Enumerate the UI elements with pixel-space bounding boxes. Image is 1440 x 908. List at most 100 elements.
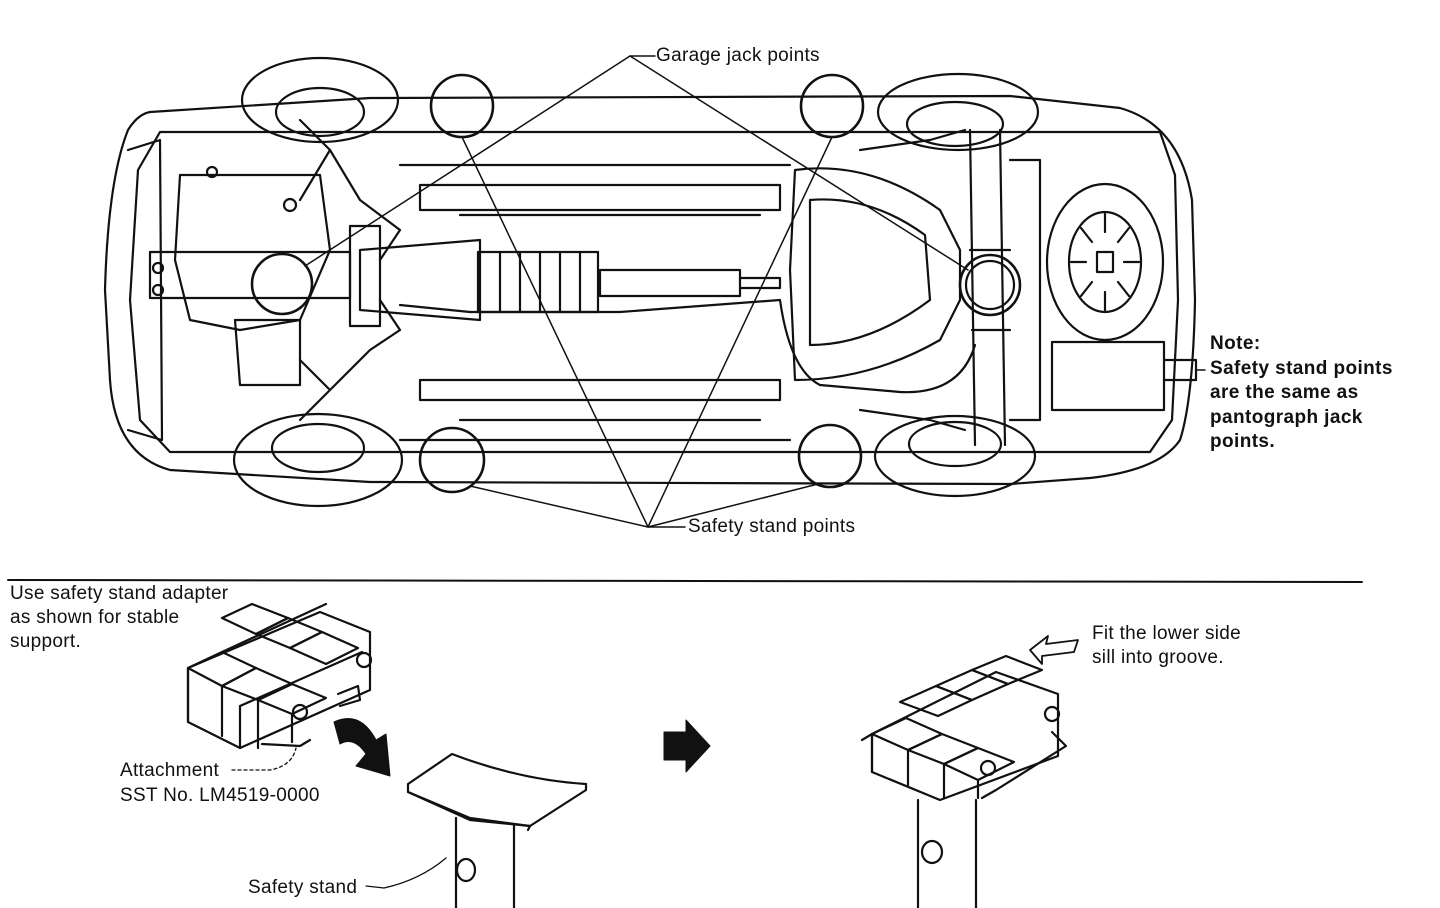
front-right-tire (232, 412, 404, 508)
attachment-bracket (260, 684, 362, 748)
safety-stand-point-rear-right (797, 423, 863, 489)
spare-tire-hub (1095, 250, 1115, 274)
front-suspension-lower (298, 298, 402, 422)
safety-stand-point-markers (418, 73, 865, 494)
note-line: Safety stand points (1210, 357, 1393, 379)
rear-brake-line (858, 128, 967, 432)
body-inner-outline (128, 130, 1180, 454)
assembled-block-4 (870, 716, 944, 752)
stand-pin-hole (455, 857, 477, 883)
engine-bolt (282, 197, 298, 213)
stand-saddle (406, 752, 588, 828)
assembled-post (916, 798, 978, 908)
adapter-pin-2 (355, 651, 373, 669)
safety-stand-left (365, 752, 588, 908)
fuel-tank (788, 167, 962, 382)
assembled-saddle-lip (860, 730, 1068, 800)
safety-stand-leaders (461, 136, 833, 528)
stand-post (454, 816, 516, 908)
right-side-sill (418, 378, 782, 422)
driveshaft-front-section (738, 276, 782, 290)
note-line: are the same as (1210, 382, 1359, 403)
rear-axle (968, 128, 1012, 447)
safety-stand-label: Safety stand (248, 877, 358, 898)
safety-stand-point-front-right (418, 426, 486, 494)
left-side-sill (418, 183, 782, 217)
garage-jack-leaders (304, 55, 969, 271)
attachment-label: Attachment (120, 760, 220, 781)
garage-jack-point-rear (958, 253, 1022, 317)
spare-tire (1045, 182, 1165, 342)
instruction-line: as shown for stable (10, 607, 180, 628)
fit-instruction-block: Fit the lower side sill into groove. (1092, 622, 1241, 670)
rear-right-rim (907, 420, 1003, 468)
safety-stand-point-front-left (429, 73, 495, 139)
assembled-block-6 (942, 746, 1016, 782)
spare-tire-spokes (1069, 212, 1141, 312)
driveshaft (598, 268, 742, 298)
section-divider (7, 579, 1363, 583)
differential (964, 259, 1016, 311)
assembled-front-faces (870, 732, 980, 800)
instruction-block: Use safety stand adapter as shown for st… (10, 582, 228, 654)
muffler (1050, 340, 1166, 412)
safety-stand-points-label: Safety stand points (688, 516, 856, 537)
curved-arrow-icon (333, 718, 391, 777)
steering-rack (348, 224, 382, 328)
stand-adapter-right (860, 654, 1068, 908)
adapter-pin (291, 703, 309, 721)
fuel-tank-inner (808, 198, 932, 347)
oil-pan (233, 318, 302, 387)
crossmember-bolt-2 (151, 283, 165, 297)
rear-left-tire (876, 72, 1040, 152)
note-line: pantograph jack (1210, 406, 1363, 428)
fit-line: sill into groove. (1092, 647, 1224, 668)
fit-line: Fit the lower side (1092, 623, 1242, 644)
hollow-arrow-icon (1029, 635, 1079, 665)
note-line: points. (1210, 431, 1276, 452)
stand-saddle-lip (406, 790, 532, 832)
adapter-block-4 (186, 650, 258, 688)
sst-number-label: SST No. LM4519-0000 (120, 785, 320, 806)
note-block: Note: Safety stand points are the same a… (1210, 332, 1393, 455)
front-left-rim (274, 86, 366, 138)
instruction-line: Use safety stand adapter (10, 583, 229, 604)
engine-block (173, 173, 332, 332)
assembled-pin-2 (1043, 705, 1061, 723)
transmission (358, 238, 482, 322)
adapter-block-5 (220, 666, 294, 702)
assembled-base (870, 670, 1060, 802)
instruction-line: support. (10, 631, 82, 652)
engine-bolt-2 (205, 165, 219, 179)
exhaust-pipe (398, 298, 977, 394)
front-left-tire (240, 56, 400, 144)
front-suspension-upper (298, 118, 402, 262)
front-right-rim (270, 422, 366, 474)
spare-tire-rim (1067, 210, 1143, 314)
rear-right-tire (873, 414, 1037, 498)
assembled-pin-hole (920, 839, 944, 865)
adapter-block-3 (288, 630, 360, 666)
front-bumper (126, 138, 164, 442)
stand-adapter-left (186, 602, 373, 771)
rear-strut (1008, 158, 1042, 422)
note-title: Note: (1210, 333, 1261, 354)
stand-label-leader (365, 857, 447, 889)
body-outline (103, 94, 1197, 486)
assembled-block-3 (970, 654, 1044, 686)
rear-left-rim (905, 100, 1005, 148)
adapter-block-2 (254, 616, 324, 650)
transmission-ribs (498, 250, 582, 314)
garage-jack-point-markers (250, 252, 1022, 317)
right-arrow-icon (663, 719, 711, 773)
adapter-block-6 (256, 682, 328, 716)
car-underbody (103, 56, 1198, 508)
garage-jack-point-front (250, 252, 314, 316)
garage-jack-points-label: Garage jack points (656, 45, 820, 66)
crossmember-bolt (151, 261, 165, 275)
attachment-leader (231, 747, 297, 771)
safety-stand-point-rear-left (799, 73, 865, 139)
assembled-block-5 (906, 732, 980, 766)
assembled-pin (979, 759, 997, 777)
